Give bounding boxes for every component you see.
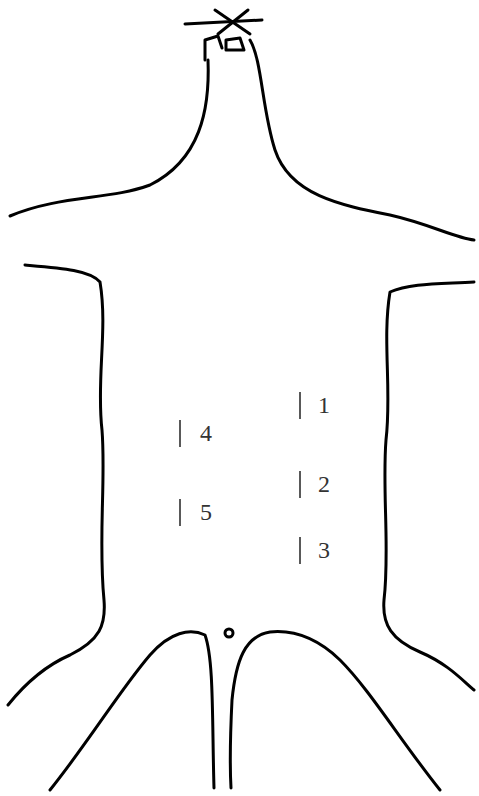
incision-ticks: [180, 392, 300, 564]
callout-number: 2: [318, 472, 330, 496]
incision-tick: [179, 420, 181, 447]
anus-mark: [225, 629, 233, 637]
incision-tick: [299, 471, 301, 498]
left-hindlimb: [50, 632, 214, 790]
callout-number: 5: [200, 500, 212, 524]
callout-number: 4: [200, 421, 212, 445]
incision-tick: [179, 499, 181, 526]
head-mark: [185, 20, 262, 24]
head-mark: [205, 36, 244, 60]
right-hindlimb: [230, 632, 440, 790]
head-mark: [215, 10, 250, 34]
incision-tick: [299, 392, 301, 419]
callout-number: 3: [318, 538, 330, 562]
right-body: [384, 282, 474, 690]
left-body: [8, 265, 104, 705]
incision-tick: [299, 537, 301, 564]
right-shoulder: [250, 40, 474, 240]
callout-number: 1: [318, 393, 330, 417]
left-shoulder: [10, 60, 208, 216]
